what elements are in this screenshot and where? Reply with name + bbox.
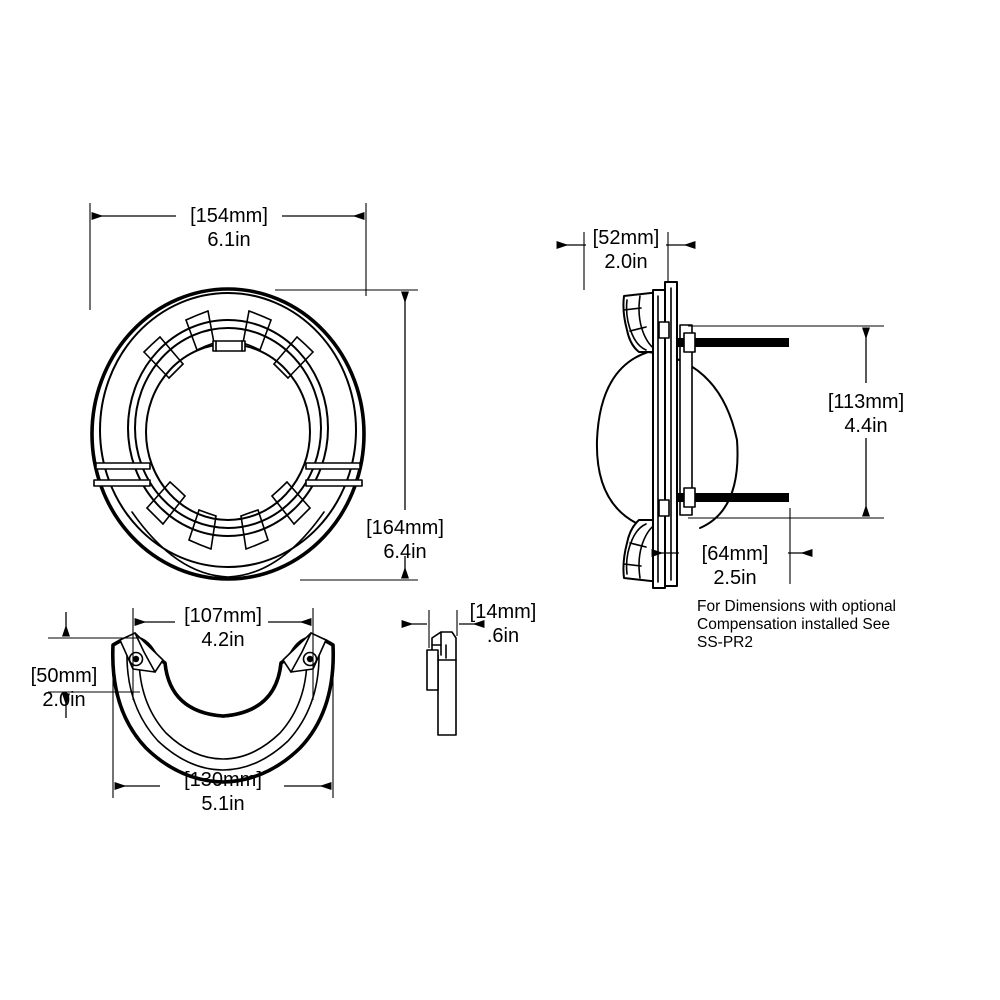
bracket-view bbox=[110, 632, 336, 784]
front-left-bars bbox=[93, 462, 151, 487]
front-bottom-seam bbox=[131, 511, 325, 578]
side-lower-stud bbox=[677, 487, 789, 508]
dimension-52mm-mm: [52mm] bbox=[593, 227, 660, 249]
side-view bbox=[595, 281, 789, 589]
dimension-64mm-inch: 2.5in bbox=[713, 567, 756, 589]
dimension-14mm-inch: .6in bbox=[487, 625, 519, 647]
dimension-113mm-inch: 4.4in bbox=[844, 415, 887, 437]
note-line-3: SS-PR2 bbox=[697, 634, 753, 651]
note-line-2: Compensation installed See bbox=[697, 616, 890, 633]
dimension-113mm: [113mm] 4.4in bbox=[688, 325, 904, 519]
dimension-50mm-inch: 2.0in bbox=[42, 689, 85, 711]
front-right-bars bbox=[305, 462, 363, 487]
bracket-side-view bbox=[426, 631, 457, 736]
dimension-52mm: [52mm] 2.0in bbox=[556, 227, 696, 290]
dimension-154mm: [154mm] 6.1in bbox=[89, 203, 367, 310]
compensation-note: For Dimensions with optional Compensatio… bbox=[697, 598, 896, 651]
dimension-14mm-mm: [14mm] bbox=[470, 601, 537, 623]
dimension-154mm-mm: [154mm] bbox=[190, 205, 268, 227]
dimension-64mm-mm: [64mm] bbox=[702, 543, 769, 565]
dimension-64mm: [64mm] 2.5in bbox=[651, 508, 813, 589]
dimension-107mm: [107mm] 4.2in bbox=[132, 605, 314, 700]
dimension-130mm: [130mm] 5.1in bbox=[112, 648, 334, 815]
front-dial-face bbox=[145, 343, 311, 521]
dimension-14mm: [14mm] .6in bbox=[401, 601, 537, 648]
dimension-130mm-inch: 5.1in bbox=[201, 793, 244, 815]
side-bezel-lower bbox=[622, 519, 661, 583]
dimension-164mm-inch: 6.4in bbox=[383, 541, 426, 563]
side-clamp-bracket bbox=[679, 324, 693, 516]
side-upper-stud bbox=[677, 332, 789, 353]
dimension-130mm-mm: [130mm] bbox=[184, 769, 262, 791]
side-retainer-tabs bbox=[658, 321, 670, 517]
dimension-107mm-inch: 4.2in bbox=[201, 629, 244, 651]
dimension-164mm: [164mm] 6.4in bbox=[275, 289, 444, 581]
dimension-113mm-mm: [113mm] bbox=[828, 391, 904, 413]
note-line-1: For Dimensions with optional bbox=[697, 598, 896, 615]
dimension-50mm-mm: [50mm] bbox=[31, 665, 98, 687]
dimension-52mm-inch: 2.0in bbox=[604, 251, 647, 273]
front-view bbox=[90, 287, 366, 581]
side-bezel-upper bbox=[622, 291, 661, 353]
front-ribs bbox=[143, 310, 314, 550]
dimension-107mm-mm: [107mm] bbox=[184, 605, 262, 627]
dimension-50mm: [50mm] 2.0in bbox=[31, 612, 140, 718]
dimension-164mm-mm: [164mm] bbox=[366, 517, 444, 539]
dimension-154mm-inch: 6.1in bbox=[207, 229, 250, 251]
front-top-tab bbox=[212, 340, 246, 352]
